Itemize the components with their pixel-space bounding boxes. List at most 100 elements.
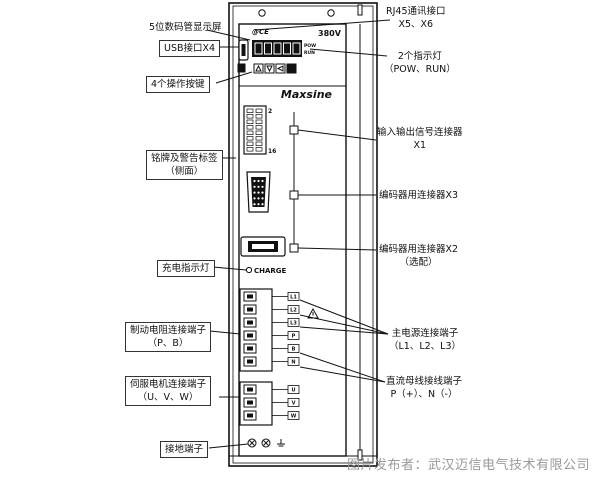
brand-logo: Maxsine [281,88,333,101]
leader-main-power-2 [299,314,389,335]
x3-pin [257,185,260,188]
x1-pin [255,141,263,146]
mount-slot-bottom-right [357,449,363,461]
callout-buttons: 4个操作按键 [146,76,210,93]
x1-pin [255,147,263,152]
callout-brake-res: 制动电阻连接端子 （P、B） [125,322,212,352]
x1-pin [246,136,254,141]
led-digit [264,42,272,55]
x1-pin [246,125,254,130]
callout-indicator-line1: 2个指示灯 [397,51,442,62]
triangle-down-icon [266,65,273,73]
x3-pin [253,191,256,194]
leader-dc-bus-2 [299,366,386,383]
x3-pin [261,191,264,194]
top-strip: @CE 380V [252,28,342,38]
callout-led-display: 5位数码管显示屏 [149,22,222,33]
x3-pin [257,179,260,183]
charge-label: CHARGE [254,267,287,275]
leader-brake-res [209,330,241,335]
callout-rj45-line2: X5、X6 [398,19,434,30]
x1-pin-top: 2 [268,108,272,115]
terminal-screw [247,387,253,392]
mount-hole-top-right [327,9,335,17]
terminal-screw [247,307,253,312]
x1-pin-bottom: 16 [268,148,276,155]
x3-pin [261,203,264,206]
callout-dc-bus-line1: 直流母线接线端子 [386,376,463,387]
keypad [237,63,297,74]
marker-x3 [289,190,299,200]
triangle-left-icon [276,65,284,72]
terminal-label: L3 [290,321,297,327]
terminal-label: P [292,334,296,340]
callout-motor-line1: 伺服电机连接端子 [130,379,207,390]
callout-ground: 接地端子 [160,441,209,458]
terminal-label: B [292,347,296,353]
callout-io-line2: X1 [413,140,427,151]
callout-indicator: 2个指示灯 （POW、RUN） [384,50,456,76]
x3-pin [261,185,264,188]
leader-rj45 [254,19,391,31]
led-display: POW RUN [252,40,316,57]
callout-encoder-x2-line2: （选配） [399,257,438,268]
callout-dc-bus: 直流母线接线端子 P（+）、N（-） [386,375,462,401]
terminal-screw [247,346,253,351]
led-label-run: RUN [304,50,315,56]
x1-pin [255,114,263,119]
usb-port [238,39,249,61]
marker-x2 [289,243,299,253]
x1-pin [246,114,254,119]
terminal-screw [247,320,253,325]
leader-indicator [309,48,388,57]
terminal-screw [247,400,253,405]
callout-main-power-line1: 主电源连接端子 [391,328,459,339]
encoder-connector-x2 [240,236,286,257]
usb-port-tongue [241,44,246,56]
terminal-label: N [291,360,295,366]
x1-connector-body [243,105,267,155]
x1-pin [255,125,263,130]
x3-pin [257,203,260,206]
leader-main-power-3 [299,326,389,335]
mounting-holes [258,4,363,461]
leader-dc-bus [299,352,386,383]
callout-charge: 充电指示灯 [157,260,215,277]
logo-small: @CE [252,28,269,36]
encoder-connector-x3 [246,171,271,213]
leader-ground [208,443,249,449]
callout-nameplate-line2: （侧面） [165,166,204,177]
housing [228,2,378,467]
mount-hole-top-left [258,9,266,17]
x2-connector-tongue [252,244,274,249]
triangle-up-icon [255,64,262,72]
callout-encoder-x2-line1: 编码器用连接器X2 [379,244,459,255]
callout-main-power-line2: （L1、L2、L3） [389,341,462,352]
terminal-label: L2 [290,308,297,314]
terminal-screw [247,333,253,338]
led-digit [283,42,291,55]
leader-led-display [206,29,251,41]
x3-pin [261,197,264,200]
callout-io: 输入输出信号连接器 X1 [377,126,463,152]
x1-pin [246,108,254,113]
key-set-button [286,63,297,74]
leader-charge [212,266,247,271]
io-connector-x1: 2 16 [243,105,276,155]
leader-main-power [299,299,389,335]
heatsink-inner [232,5,374,464]
x1-pin [255,119,263,124]
x3-pin [253,179,256,183]
callout-main-power: 主电源连接端子 （L1、L2、L3） [389,327,461,353]
x1-pin [255,136,263,141]
marker-x1 [289,125,299,135]
mount-slot-top-right [357,4,363,16]
x1-pin [246,141,254,146]
callout-encoder-x2: 编码器用连接器X2 （选配） [379,243,458,269]
callout-io-line1: 输入输出信号连接器 [377,127,463,138]
leader-io [297,129,377,141]
terminal-label: V [292,401,296,407]
